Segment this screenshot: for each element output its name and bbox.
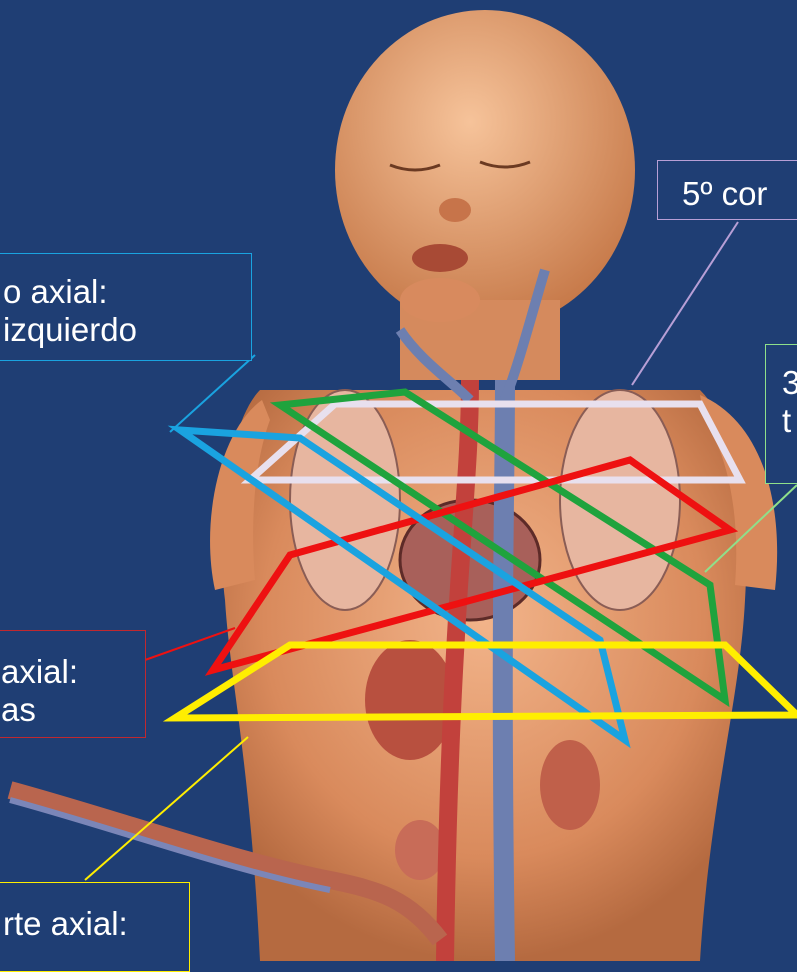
head	[335, 10, 635, 330]
vena-cava	[503, 380, 505, 961]
callout-yellow-line1: rte axial:	[3, 905, 189, 943]
callout-green-line2: t	[782, 402, 797, 440]
chin	[400, 278, 480, 322]
callout-blue-line2: izquierdo	[3, 311, 251, 349]
callout-blue-line1: o axial:	[3, 273, 251, 311]
callout-red-line1: axial:	[1, 653, 145, 691]
callout-yellow: rte axial:	[0, 882, 190, 972]
callout-lavender-line1: 5º cor	[682, 175, 797, 213]
kidney	[540, 740, 600, 830]
callout-lavender: 5º cor	[657, 160, 797, 220]
callout-green: 3 t	[765, 344, 797, 484]
callout-blue: o axial: izquierdo	[0, 253, 252, 361]
nose	[439, 198, 471, 222]
callout-green-line1: 3	[782, 364, 797, 402]
pelvic-organ	[395, 820, 445, 880]
callout-red: axial: as	[0, 630, 146, 738]
mouth	[412, 244, 468, 272]
callout-red-line2: as	[1, 691, 145, 729]
lavender-arrow	[632, 222, 738, 385]
liver	[365, 640, 455, 760]
